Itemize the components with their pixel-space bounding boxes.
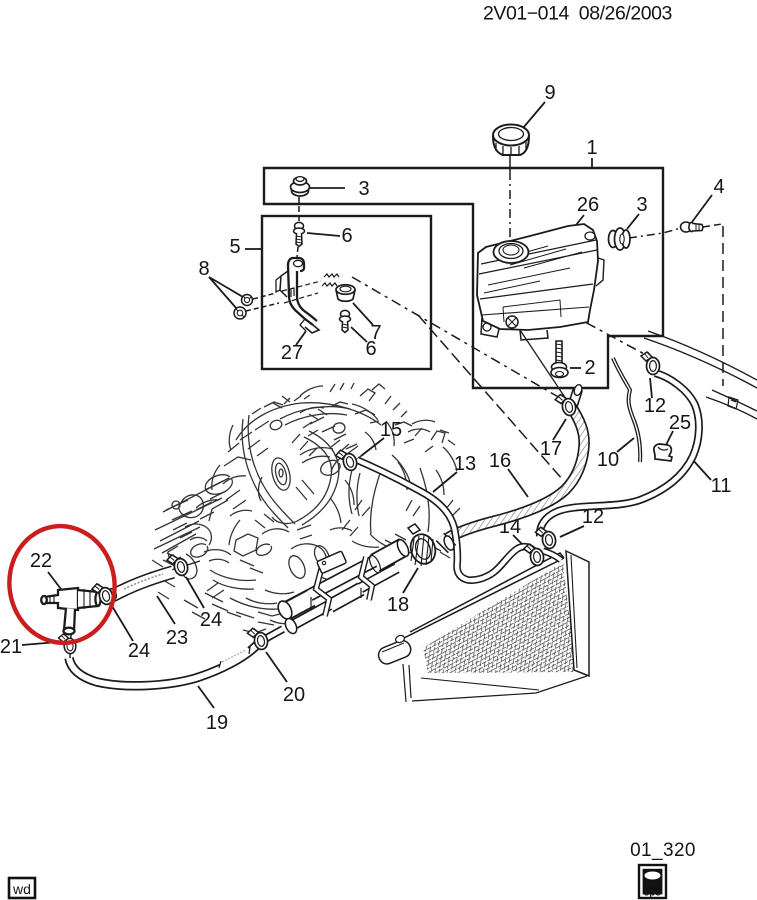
svg-text:2V01−014 08/26/2003: 2V01−014 08/26/2003 xyxy=(483,3,672,25)
svg-text:3: 3 xyxy=(358,178,369,200)
svg-text:16: 16 xyxy=(489,450,511,472)
svg-text:3: 3 xyxy=(636,194,647,216)
svg-text:27: 27 xyxy=(281,342,303,364)
svg-text:24: 24 xyxy=(128,640,150,662)
svg-text:2: 2 xyxy=(584,357,595,379)
svg-text:spo: spo xyxy=(644,888,661,899)
svg-text:7: 7 xyxy=(370,322,381,344)
svg-text:01_320: 01_320 xyxy=(630,840,696,861)
svg-text:4: 4 xyxy=(713,176,724,198)
svg-text:wd: wd xyxy=(12,881,31,897)
svg-text:11: 11 xyxy=(711,475,732,497)
svg-text:13: 13 xyxy=(454,453,476,475)
svg-text:24: 24 xyxy=(200,609,222,631)
svg-text:20: 20 xyxy=(283,684,305,706)
svg-text:10: 10 xyxy=(597,449,619,471)
svg-text:15: 15 xyxy=(380,419,402,441)
svg-text:9: 9 xyxy=(544,82,555,104)
svg-text:12: 12 xyxy=(644,395,666,417)
svg-text:23: 23 xyxy=(166,627,188,649)
svg-text:6: 6 xyxy=(365,338,376,360)
svg-text:5: 5 xyxy=(229,236,240,258)
svg-text:gm: gm xyxy=(645,880,659,891)
svg-text:1: 1 xyxy=(586,137,597,159)
svg-text:19: 19 xyxy=(206,712,228,734)
svg-text:6: 6 xyxy=(341,225,352,247)
svg-text:12: 12 xyxy=(582,506,604,528)
svg-text:26: 26 xyxy=(577,194,599,216)
svg-text:22: 22 xyxy=(30,550,52,572)
svg-text:21: 21 xyxy=(0,636,22,658)
svg-text:17: 17 xyxy=(540,438,562,460)
svg-text:25: 25 xyxy=(669,412,691,434)
svg-text:18: 18 xyxy=(387,594,409,616)
svg-text:8: 8 xyxy=(198,258,209,280)
